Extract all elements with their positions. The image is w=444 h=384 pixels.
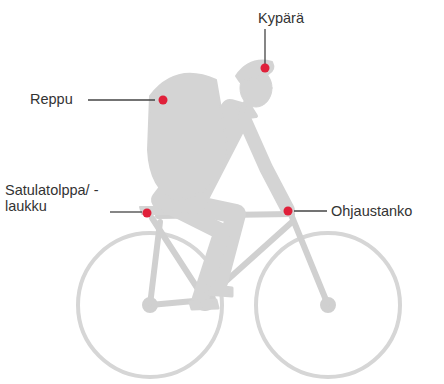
part-label: Kypärä bbox=[258, 10, 338, 26]
part-label: Reppu bbox=[30, 91, 90, 107]
bicycle-wheels bbox=[78, 233, 400, 377]
part-label: Ohjaustanko bbox=[331, 203, 443, 219]
marker-dots bbox=[143, 64, 293, 218]
rider-silhouette bbox=[140, 61, 288, 309]
leader-lines bbox=[88, 29, 327, 212]
part-label: Satulatolppa/ -laukku bbox=[5, 182, 101, 214]
